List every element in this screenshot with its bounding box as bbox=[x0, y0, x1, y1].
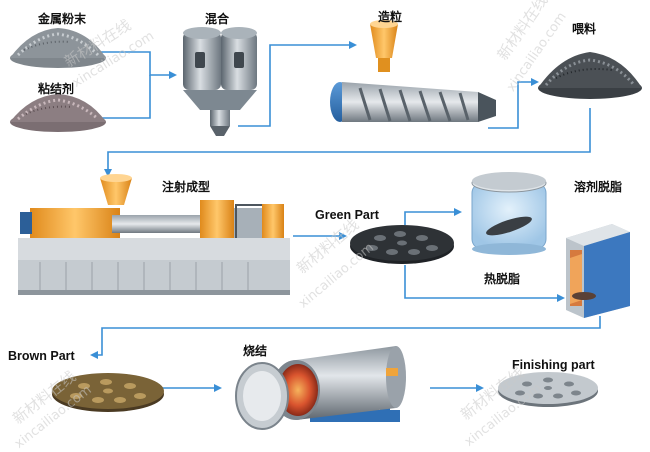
sintering-furnace bbox=[235, 346, 406, 430]
arrow-granulator-to-feedstock bbox=[488, 78, 539, 129]
thermal-debinding-furnace bbox=[566, 224, 630, 318]
label-feedstock: 喂料 bbox=[572, 22, 597, 36]
metal-powder-pile bbox=[10, 28, 106, 68]
label-thermal-debinding: 热脱脂 bbox=[484, 272, 521, 286]
arrow-greenpart-to-thermal bbox=[404, 265, 565, 302]
green-part-disc bbox=[350, 225, 454, 264]
label-binder: 粘结剂 bbox=[38, 82, 75, 96]
feedstock-pile bbox=[538, 52, 642, 99]
flow-arrows bbox=[90, 41, 601, 392]
label-sintering: 烧结 bbox=[243, 344, 268, 358]
granulator-machine bbox=[330, 20, 496, 122]
arrow-powder-to-mixer bbox=[100, 51, 177, 79]
label-mixing: 混合 bbox=[205, 12, 230, 26]
solvent-debinding-jar bbox=[471, 172, 547, 255]
label-injection-molding: 注射成型 bbox=[162, 180, 211, 194]
label-granulation: 造粒 bbox=[378, 10, 403, 24]
label-metal-powder: 金属粉末 bbox=[38, 12, 87, 26]
arrow-feedstock-to-injection bbox=[104, 108, 591, 177]
brown-part-disc bbox=[52, 373, 164, 412]
arrow-greenpart-to-solvent bbox=[404, 208, 462, 225]
mixer-machine bbox=[183, 27, 257, 136]
label-green-part: Green Part bbox=[315, 208, 379, 222]
label-brown-part: Brown Part bbox=[8, 349, 75, 363]
arrow-binder-to-mixer bbox=[100, 75, 151, 119]
label-solvent-debinding: 溶剂脱脂 bbox=[574, 180, 623, 194]
mim-process-diagram bbox=[10, 20, 642, 430]
finishing-part-disc bbox=[498, 372, 598, 407]
binder-pile bbox=[10, 94, 106, 132]
injection-molding-machine bbox=[18, 174, 290, 295]
label-finishing-part: Finishing part bbox=[512, 358, 595, 372]
arrow-debinding-to-brown bbox=[90, 316, 601, 359]
arrow-mixer-to-granulator bbox=[238, 41, 357, 127]
